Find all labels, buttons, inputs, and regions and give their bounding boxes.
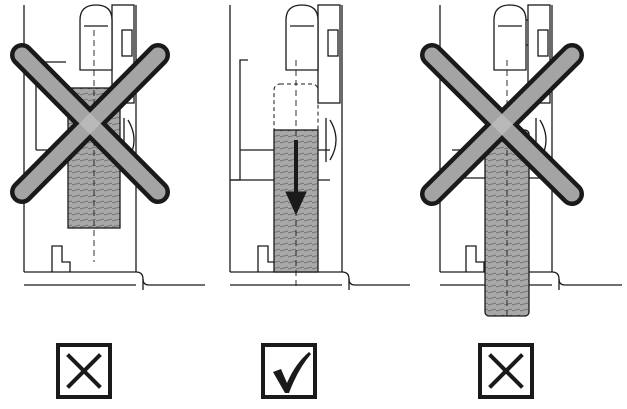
x-icon: [66, 353, 102, 389]
verdict-box-correct: [261, 343, 317, 399]
screw-head: [79, 4, 113, 71]
bracket-outline: [23, 5, 205, 290]
x-icon: [488, 353, 524, 389]
cross-mark-panel-1: [10, 43, 170, 204]
checkmark-icon: [273, 352, 311, 393]
cross-mark-panel-3: [420, 43, 584, 206]
down-arrow: [285, 140, 307, 216]
bracket-outline: [229, 5, 410, 290]
panel-screw-too-low: [439, 4, 622, 317]
screw-head: [493, 4, 527, 71]
verdict-box-incorrect-1: [56, 343, 112, 399]
screw-head: [285, 4, 319, 71]
verdict-box-incorrect-2: [478, 343, 534, 399]
panel-screw-correct: [229, 4, 410, 290]
